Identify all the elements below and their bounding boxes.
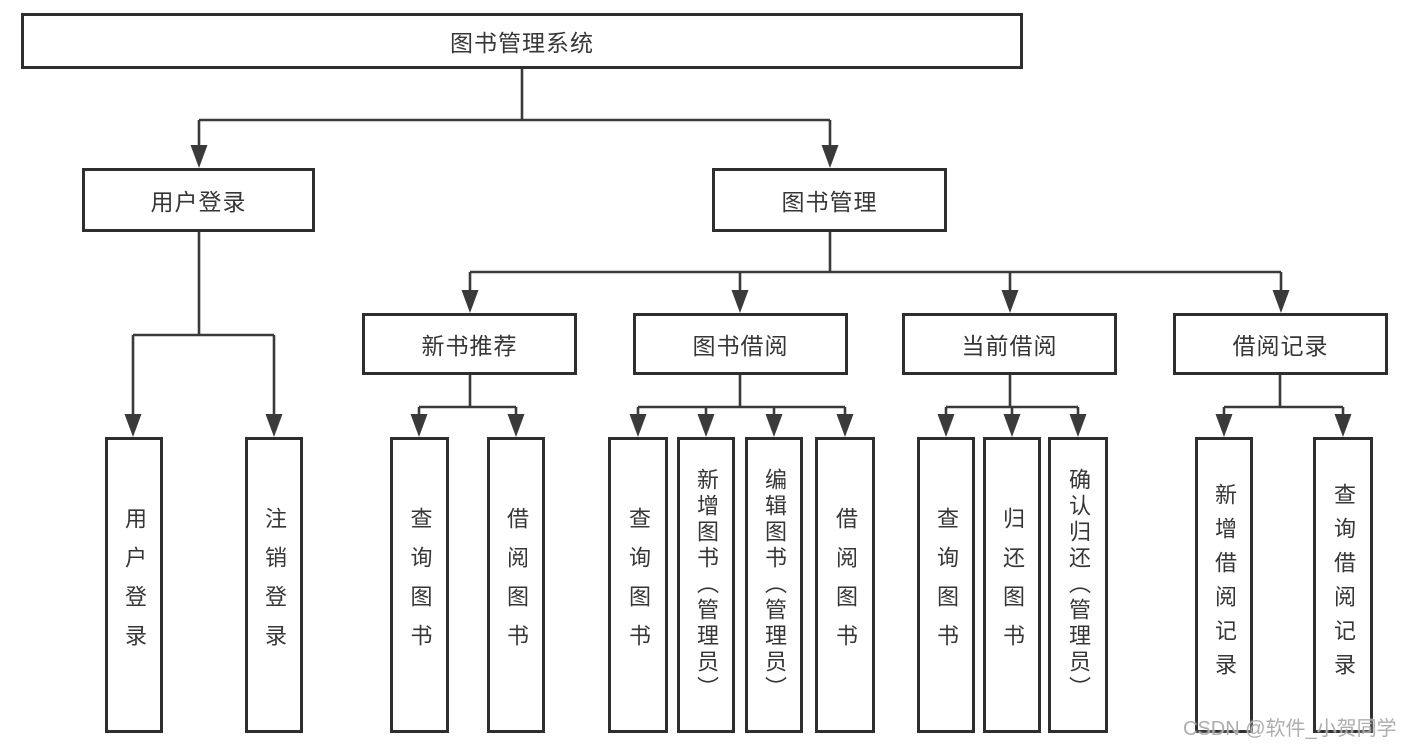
- node-book-borrow: 图书借阅: [633, 313, 848, 375]
- node-new-book-recommend-label: 新书推荐: [421, 333, 518, 359]
- leaf-logout: 注销登录: [245, 437, 303, 733]
- leaf-bb-query-books-label: 查询图书: [626, 507, 651, 663]
- node-borrow-records: 借阅记录: [1173, 313, 1388, 375]
- node-book-management-label: 图书管理: [781, 189, 878, 215]
- leaf-user-login-label: 用户登录: [122, 507, 147, 663]
- leaf-nb-borrow-books-label: 借阅图书: [504, 507, 529, 663]
- node-borrow-records-label: 借阅记录: [1232, 333, 1329, 359]
- node-user-login-label: 用户登录: [150, 189, 247, 215]
- node-book-management: 图书管理: [712, 168, 947, 232]
- node-book-borrow-label: 图书借阅: [692, 333, 789, 359]
- leaf-user-login: 用户登录: [105, 437, 163, 733]
- leaf-br-add-record: 新增借阅记录: [1195, 437, 1253, 733]
- leaf-bb-add-book-admin-label: 新增图书（管理员）: [694, 468, 719, 702]
- leaf-cb-return-books-label: 归还图书: [1000, 507, 1025, 663]
- node-root: 图书管理系统: [21, 13, 1023, 69]
- leaf-bb-borrow-books-label: 借阅图书: [833, 507, 858, 663]
- leaf-logout-label: 注销登录: [262, 507, 287, 663]
- leaf-br-query-record-label: 查询借阅记录: [1331, 483, 1356, 687]
- watermark: CSDN @软件_小贺同学: [1183, 718, 1397, 740]
- leaf-bb-add-book-admin: 新增图书（管理员）: [677, 437, 735, 733]
- leaf-nb-query-books: 查询图书: [390, 437, 449, 733]
- leaf-bb-edit-book-admin-label: 编辑图书（管理员）: [762, 468, 787, 702]
- leaf-bb-borrow-books: 借阅图书: [815, 437, 875, 733]
- leaf-cb-query-books-label: 查询图书: [934, 507, 959, 663]
- leaf-bb-query-books: 查询图书: [608, 437, 668, 733]
- leaf-cb-query-books: 查询图书: [917, 437, 975, 733]
- leaf-nb-borrow-books: 借阅图书: [487, 437, 545, 733]
- node-root-label: 图书管理系统: [450, 30, 594, 56]
- leaf-cb-confirm-return-admin: 确认归还（管理员）: [1048, 437, 1108, 733]
- leaf-nb-query-books-label: 查询图书: [407, 507, 433, 663]
- leaf-br-query-record: 查询借阅记录: [1313, 437, 1373, 733]
- node-current-borrow: 当前借阅: [902, 313, 1117, 375]
- leaf-cb-return-books: 归还图书: [983, 437, 1041, 733]
- leaf-bb-edit-book-admin: 编辑图书（管理员）: [745, 437, 803, 733]
- leaf-cb-confirm-return-admin-label: 确认归还（管理员）: [1066, 468, 1091, 702]
- node-user-login: 用户登录: [82, 168, 315, 232]
- node-new-book-recommend: 新书推荐: [362, 313, 577, 375]
- node-current-borrow-label: 当前借阅: [961, 333, 1058, 359]
- leaf-br-add-record-label: 新增借阅记录: [1212, 483, 1237, 687]
